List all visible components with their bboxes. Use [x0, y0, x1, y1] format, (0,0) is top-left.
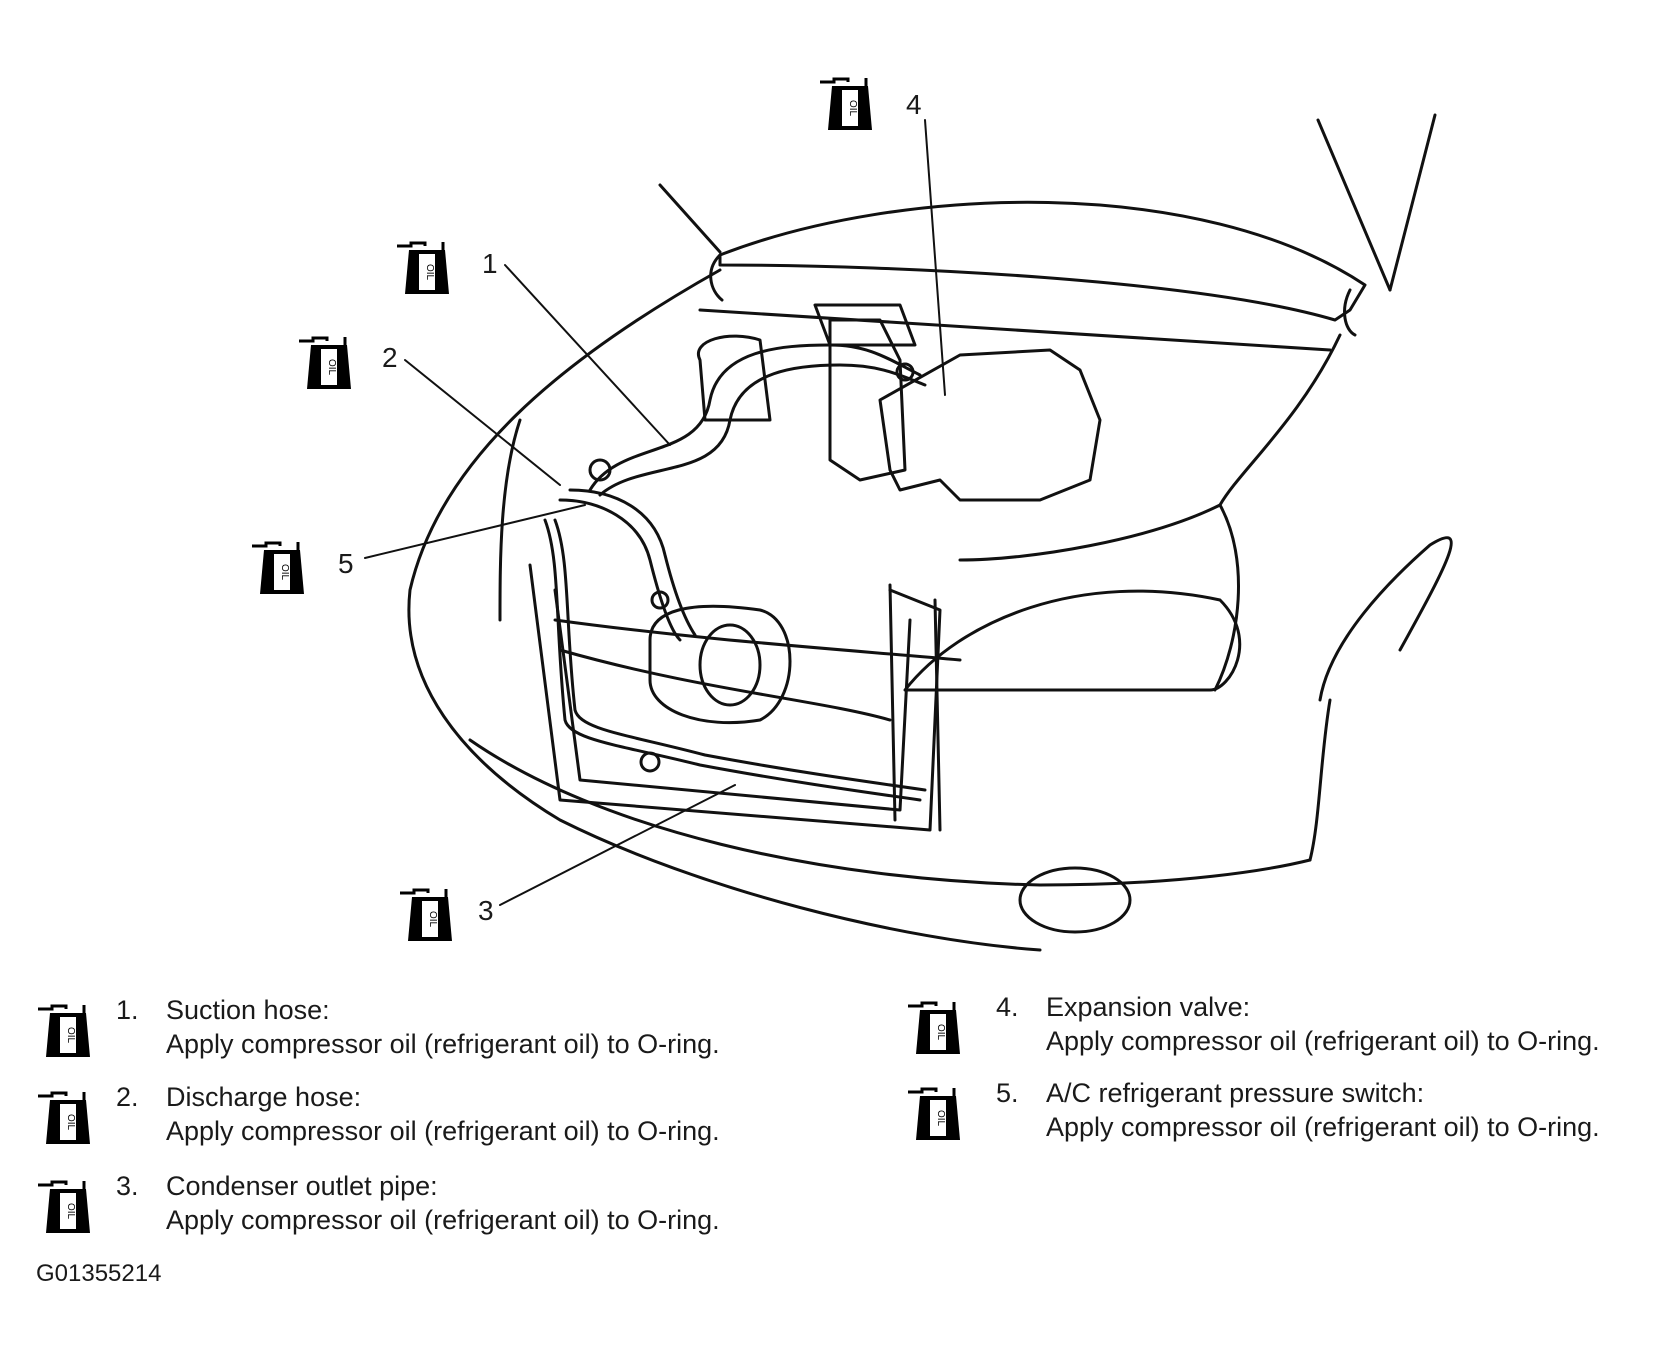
condenser-tank-right: [888, 583, 897, 822]
oil-can-icon: OIL: [818, 76, 880, 132]
legend-title: Discharge hose:: [166, 1082, 362, 1112]
svg-text:OIL: OIL: [847, 100, 858, 117]
left-headlight: [498, 418, 522, 622]
oil-can-icon: OIL: [395, 240, 457, 296]
svg-text:OIL: OIL: [65, 1114, 76, 1131]
legend-description: Apply compressor oil (refrigerant oil) t…: [1046, 1112, 1600, 1142]
condenser-inner: [553, 588, 912, 812]
legend-item-2: OIL 2. Discharge hose: Apply compressor …: [36, 1080, 796, 1150]
oil-can-icon: OIL: [297, 335, 359, 391]
svg-text:OIL: OIL: [326, 359, 337, 376]
callout-2: 2: [382, 342, 398, 373]
svg-text:OIL: OIL: [427, 911, 438, 928]
leader-line-3: [499, 784, 736, 906]
suction-line: [588, 343, 922, 492]
legend-title: Suction hose:: [166, 995, 330, 1025]
fog-lamp: [1018, 866, 1132, 934]
callout-3: 3: [478, 895, 494, 926]
svg-text:OIL: OIL: [935, 1024, 946, 1041]
leader-line-2: [404, 359, 561, 486]
legend-description: Apply compressor oil (refrigerant oil) t…: [166, 1205, 720, 1235]
oil-can-icon: OIL: [398, 887, 460, 943]
left-fender: [407, 268, 1042, 952]
svg-text:OIL: OIL: [279, 564, 290, 581]
right-body-line: [958, 503, 1222, 562]
right-wheel-arch: [1318, 536, 1453, 702]
fitting-compressor: [650, 590, 670, 610]
bumper-right-side: [1308, 698, 1332, 862]
suction-line-b: [598, 363, 927, 497]
oil-can-icon: OIL: [250, 540, 312, 596]
heater-unit: [878, 348, 1102, 502]
legend-title: Condenser outlet pipe:: [166, 1171, 438, 1201]
legend-title: A/C refrigerant pressure switch:: [1046, 1078, 1425, 1108]
bumper-lower: [468, 738, 1312, 887]
cowl-box: [813, 303, 917, 347]
hood-support-right-a: [1316, 118, 1392, 292]
liquid-line-b: [553, 518, 927, 792]
legend-title: Expansion valve:: [1046, 992, 1251, 1022]
legend-number: 1.: [116, 995, 139, 1025]
svg-text:OIL: OIL: [65, 1027, 76, 1044]
svg-text:OIL: OIL: [65, 1203, 76, 1220]
fitting-expansion: [895, 362, 915, 382]
legend-item-4: OIL 4. Expansion valve: Apply compressor…: [906, 990, 1666, 1060]
callout-1: 1: [482, 248, 498, 279]
liquid-line: [543, 518, 922, 802]
hood-hinge-left: [709, 253, 724, 302]
legend-number: 2.: [116, 1082, 139, 1112]
legend-description: Apply compressor oil (refrigerant oil) t…: [1046, 1026, 1600, 1056]
legend-item-5: OIL 5. A/C refrigerant pressure switch: …: [906, 1076, 1666, 1146]
legend-description: Apply compressor oil (refrigerant oil) t…: [166, 1116, 720, 1146]
svg-text:OIL: OIL: [424, 264, 435, 281]
condenser-tank-right-b: [933, 598, 942, 832]
hood-outline: [718, 200, 1367, 322]
hood-support-left: [658, 183, 722, 254]
engine-bay-back-edge: [698, 308, 1332, 352]
oil-can-icon: OIL: [906, 1000, 968, 1056]
legend-number: 3.: [116, 1171, 139, 1201]
compressor-body: [648, 604, 792, 725]
svg-text:OIL: OIL: [935, 1110, 946, 1127]
compressor-pulley: [698, 623, 762, 707]
headlight-right: [903, 589, 1242, 692]
legend-description: Apply compressor oil (refrigerant oil) t…: [166, 1029, 720, 1059]
oil-can-icon: OIL: [36, 1179, 98, 1235]
reservoir: [696, 334, 772, 422]
leader-line-1: [504, 264, 671, 446]
fitting-condenser-outlet: [639, 751, 661, 773]
discharge-line-b: [568, 488, 697, 637]
leader-line-4: [924, 119, 946, 396]
radiator-brace: [553, 618, 962, 662]
legend-number: 4.: [996, 992, 1019, 1022]
radiator-brace-lower: [558, 648, 892, 722]
legend-item-1: OIL 1. Suction hose: Apply compressor oi…: [36, 993, 796, 1063]
hood-support-right-b: [1388, 113, 1437, 292]
figure-code: G01355214: [36, 1260, 162, 1287]
callout-5: 5: [338, 548, 354, 579]
pressure-switch-fitting: [588, 458, 612, 482]
callout-4: 4: [906, 89, 922, 120]
oil-can-icon: OIL: [36, 1090, 98, 1146]
discharge-line: [558, 498, 682, 642]
hood-hinge-right: [1343, 288, 1357, 337]
right-fender: [1213, 333, 1342, 692]
oil-can-icon: OIL: [906, 1086, 968, 1142]
leader-line-5: [364, 504, 586, 559]
legend-item-3: OIL 3. Condenser outlet pipe: Apply comp…: [36, 1169, 796, 1239]
condenser-frame: [528, 563, 942, 832]
heater-box-left: [828, 318, 907, 482]
legend-number: 5.: [996, 1078, 1019, 1108]
oil-can-icon: OIL: [36, 1003, 98, 1059]
car-front-ac-diagram: [364, 113, 1453, 952]
